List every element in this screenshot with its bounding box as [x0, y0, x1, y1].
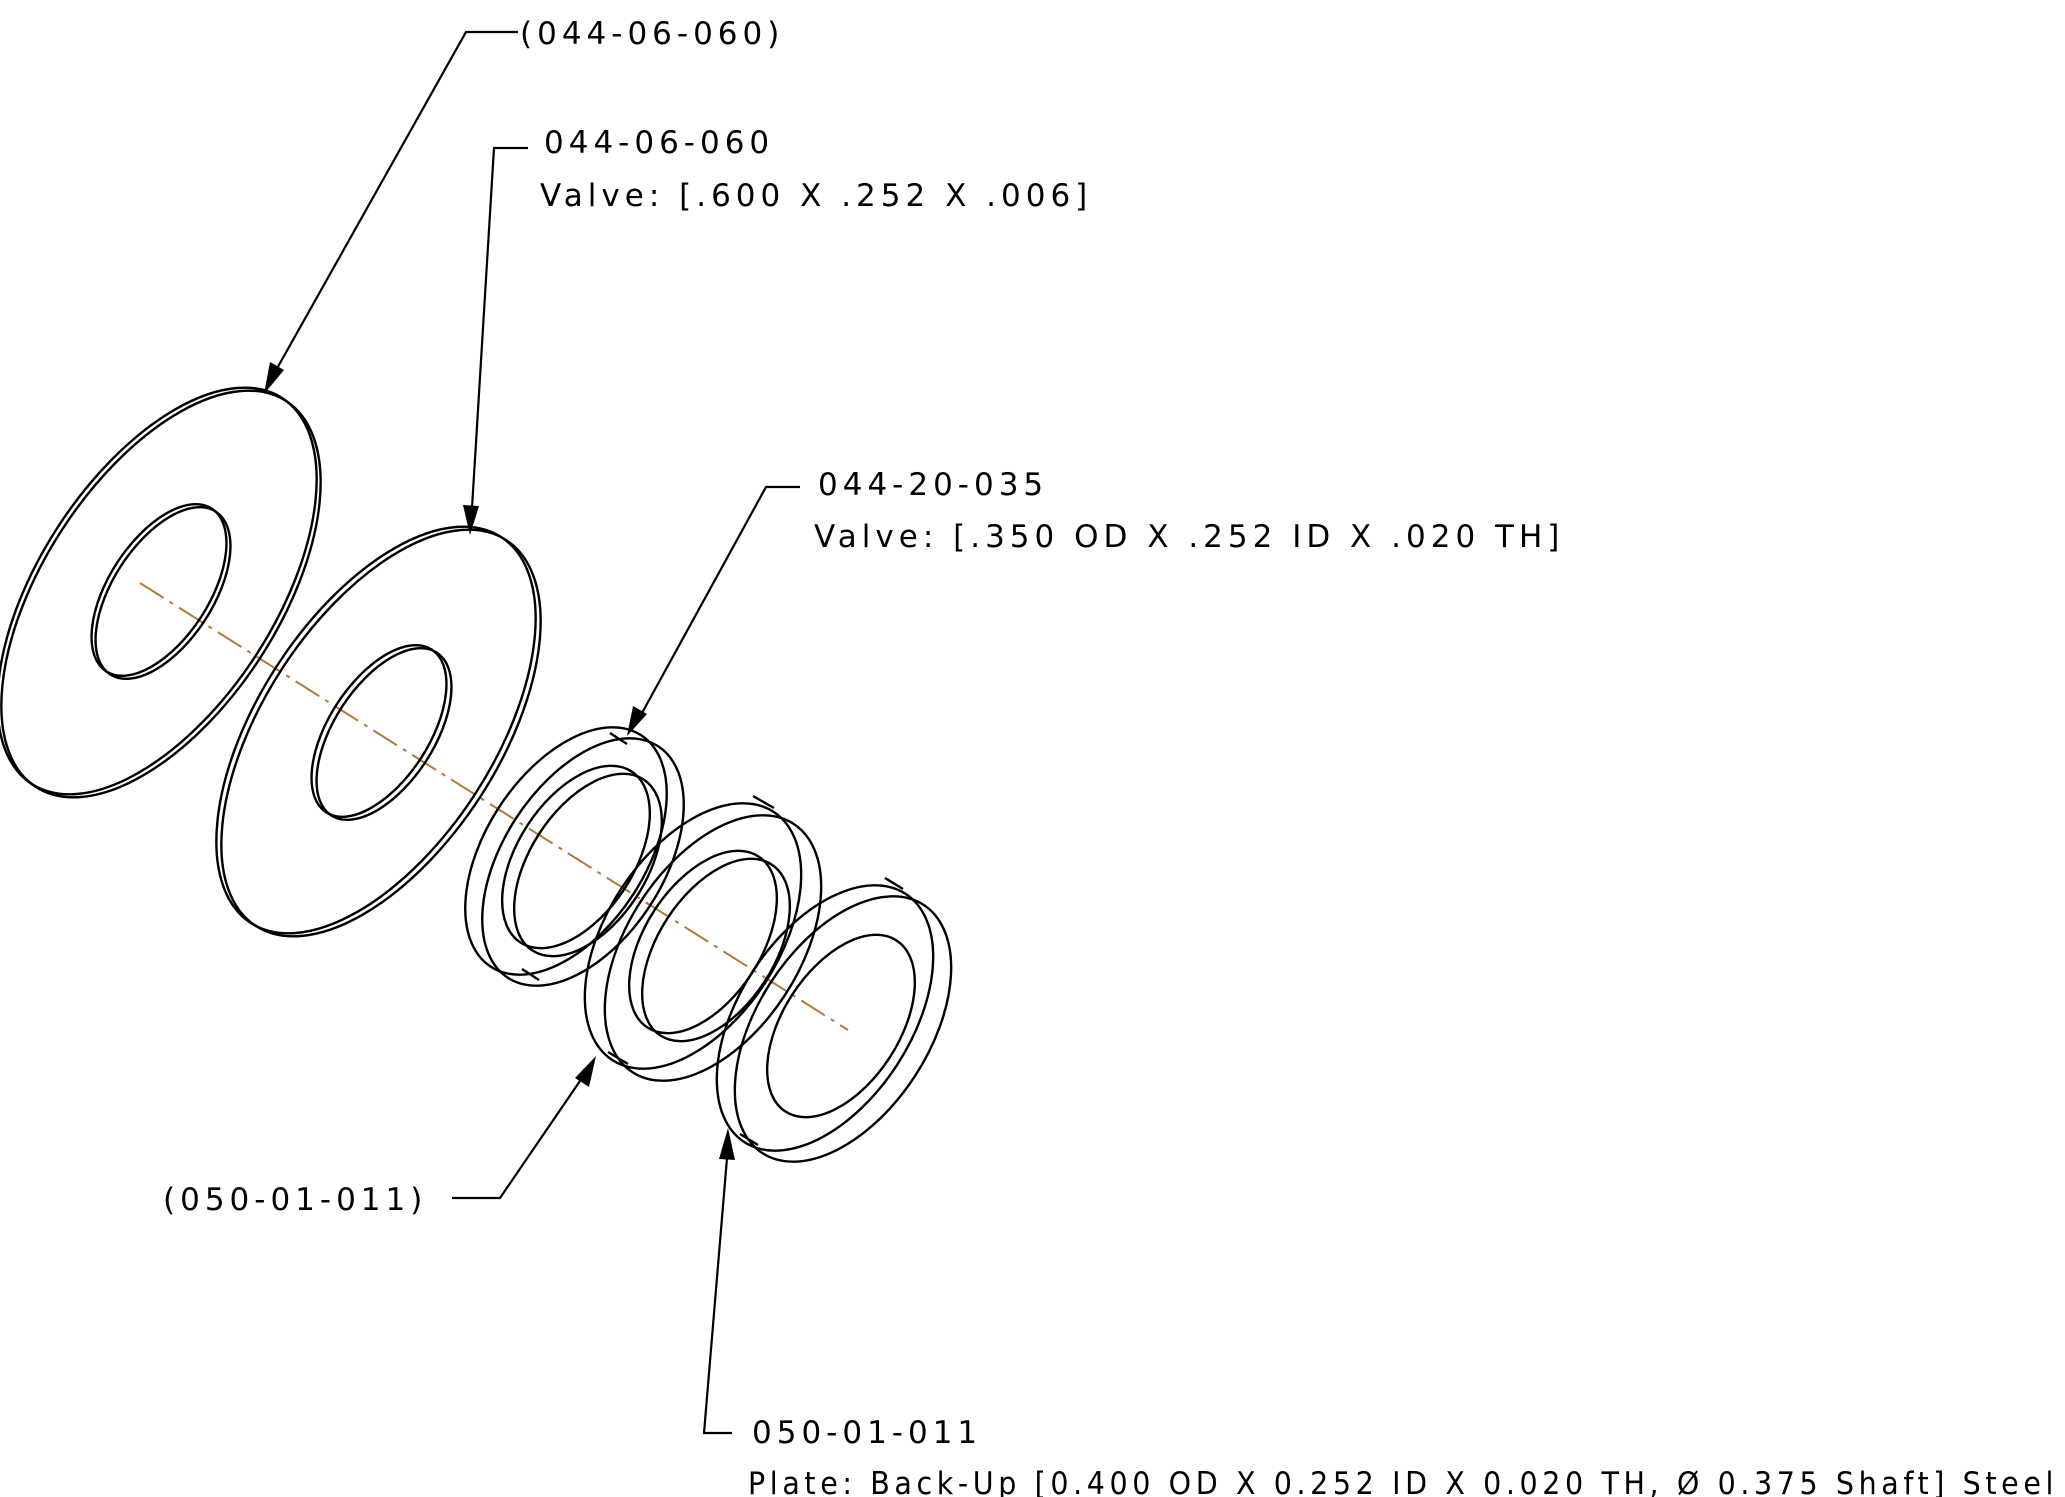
- backup-plate-outer-front: [733, 895, 953, 1163]
- valve-disc-large-outer-front: [220, 528, 542, 938]
- backup-plate-reference-edge-bottom: [607, 1050, 629, 1066]
- valve-ring-small-hole-front: [512, 772, 664, 958]
- backup-plate-edge-top: [884, 876, 904, 891]
- arrowhead-valve-small: [627, 706, 647, 736]
- valve-disc-reference-hole-front: [94, 506, 232, 680]
- leader-valve-large: [470, 146, 528, 509]
- leader-backup-plate: [702, 1157, 732, 1435]
- backup-plate-reference-hole-front: [640, 857, 792, 1043]
- valve-disc-large-hole-back: [310, 644, 448, 818]
- arrowhead-ref-backup-plate: [575, 1056, 596, 1087]
- leader-valve-small: [641, 485, 800, 714]
- valve-ring-small-hole-back: [500, 764, 652, 950]
- leader-ref-backup-plate: [452, 1077, 583, 1200]
- backup-plate: [715, 876, 953, 1163]
- valve-disc-large-outer-back: [215, 525, 537, 935]
- arrowhead-backup-plate: [719, 1128, 735, 1160]
- valve-ring-small-edge-top: [609, 731, 628, 746]
- valve-disc-large-hole-front: [315, 647, 453, 821]
- callout-labels: (044-06-060) 044-06-060 Valve: [.600 X .…: [163, 16, 2058, 1497]
- valve-ring-small: [464, 726, 685, 987]
- valve-disc-reference-outer-front: [0, 389, 322, 799]
- valve-ring-small-outer-front: [481, 737, 685, 987]
- callout-backup-plate-desc: Plate: Back-Up [0.400 OD X 0.252 ID X 0.…: [748, 1466, 2058, 1497]
- callout-valve-large-part: 044-06-060: [544, 125, 774, 161]
- callout-ref-backup-plate: (050-01-011): [163, 1182, 427, 1218]
- callout-valve-large-desc: Valve: [.600 X .252 X .006]: [540, 178, 1092, 214]
- valve-ring-small-outer-back: [464, 726, 668, 976]
- backup-plate-reference-outer-back: [583, 802, 803, 1070]
- leader-lines: [264, 30, 800, 1435]
- valve-disc-reference-hole-back: [90, 503, 228, 677]
- callout-ref-valve-large: (044-06-060): [520, 16, 784, 52]
- arrowhead-ref-valve-large: [264, 362, 284, 394]
- valve-disc-large: [215, 525, 542, 938]
- valve-disc-reference: [0, 386, 322, 799]
- callout-valve-small-desc: Valve: [.350 OD X .252 ID X .020 TH]: [814, 519, 1564, 555]
- leader-ref-valve-large: [274, 30, 518, 373]
- backup-plate-reference: [583, 794, 823, 1082]
- arrowhead-valve-large: [463, 505, 479, 535]
- backup-plate-edge-bottom: [739, 1132, 759, 1147]
- valve-ring-small-edge-bottom: [521, 967, 540, 982]
- valve-disc-reference-outer-back: [0, 386, 318, 796]
- callout-backup-plate-part: 050-01-011: [752, 1415, 982, 1451]
- backup-plate-outer-back: [715, 884, 935, 1152]
- center-axis: [139, 582, 849, 1031]
- backup-plate-hole-front: [765, 933, 917, 1119]
- callout-valve-small-part: 044-20-035: [818, 467, 1048, 503]
- backup-plate-reference-outer-front: [603, 814, 823, 1082]
- backup-plate-reference-edge-top: [752, 794, 775, 810]
